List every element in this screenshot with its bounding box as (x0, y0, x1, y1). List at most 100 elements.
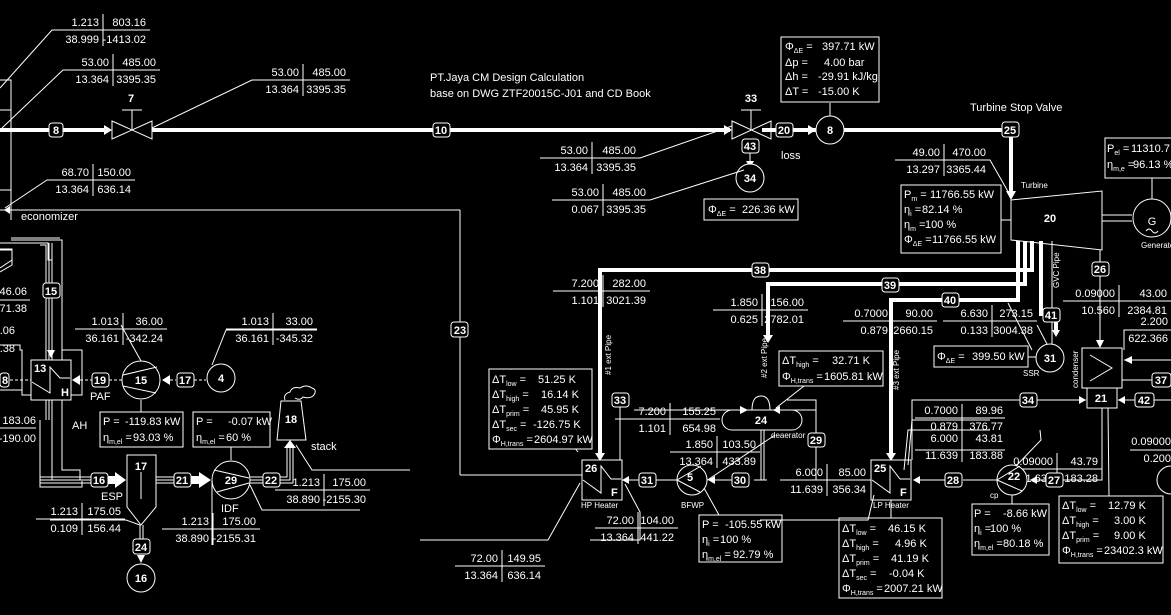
svg-text:-119.83 kW: -119.83 kW (125, 416, 181, 428)
value-cell: 13.364 (679, 456, 713, 468)
svg-text:39: 39 (884, 280, 896, 292)
stream-badge-16[interactable]: 16 (90, 472, 109, 488)
value-cell: 356.34 (832, 484, 866, 496)
value-cell: -2155.30 (323, 494, 366, 506)
stream-badge-21[interactable]: 21 (173, 472, 192, 488)
stream-badge-26[interactable]: 26 (1091, 261, 1110, 277)
value-cell: 72.00 (470, 553, 498, 565)
svg-text:ΔTlow =: ΔTlow = (492, 374, 526, 388)
value-cell: 1.850 (685, 439, 713, 451)
stream-badge-27[interactable]: 27 (1045, 472, 1064, 488)
value-cell: 36.161 (85, 333, 119, 345)
title-line-2: base on DWG ZTF20015C-J01 and CD Book (430, 88, 651, 100)
value-cell: -345.32 (276, 333, 313, 345)
stream-badge-23[interactable]: 23 (450, 321, 469, 338)
value-cell: 183.28 (1064, 473, 1098, 485)
leader-lines-lower (760, 302, 1042, 521)
hotwell-21[interactable]: 21 (1086, 387, 1118, 409)
pump-cp-22[interactable]: 22 (996, 464, 1028, 496)
sink-16[interactable]: 16 (126, 563, 156, 593)
svg-text:34: 34 (1022, 395, 1035, 407)
valve-33[interactable]: 33 (731, 93, 772, 140)
stream-badge-43[interactable]: 43 (741, 138, 760, 154)
boiler-block (0, 79, 13, 269)
deaerator-24[interactable]: 24 (721, 395, 803, 431)
svg-text:13: 13 (34, 363, 46, 375)
fan-paf-15[interactable]: 15 (121, 360, 161, 400)
air-heater-13[interactable]: 13 H (30, 359, 72, 401)
svg-text:-15.00 K: -15.00 K (818, 86, 860, 98)
leader-lines (0, 29, 1011, 209)
value-cell: 485.00 (122, 57, 156, 69)
value-cell: 38.890 (286, 494, 320, 506)
lp-heater-25[interactable]: 25 F (870, 459, 912, 501)
pump-bfwp-5[interactable]: 5 (676, 464, 708, 496)
value-cell: 485.00 (602, 145, 636, 157)
stream-badge-10[interactable]: 10 (432, 122, 451, 138)
svg-text:92.79 %: 92.79 % (733, 549, 774, 561)
fan-idf-29[interactable]: 29 (211, 460, 251, 500)
stream-badge-25[interactable]: 25 (1001, 121, 1020, 138)
esp-17[interactable]: 17 (126, 454, 157, 526)
stream-badge-39[interactable]: 39 (881, 277, 900, 293)
stream-badge-33[interactable]: 33 (611, 392, 630, 408)
value-cell: 636.14 (507, 570, 541, 582)
svg-text:ΔThigh =: ΔThigh = (782, 355, 819, 369)
info-box-bfwp: P = -105.55 kW ηi = 100 % ηm,el = 92.79 … (698, 487, 783, 563)
stream-badge-29[interactable]: 29 (807, 432, 826, 448)
value-cell: 3395.35 (596, 162, 636, 174)
value-cell: 36.161 (235, 333, 269, 345)
stream-badge-8-flue[interactable]: 8 (0, 372, 10, 388)
stream-badge-30[interactable]: 30 (731, 472, 750, 488)
value-cell: 43.81 (975, 433, 1003, 445)
stream-badge-42[interactable]: 42 (1134, 392, 1155, 408)
stream-badge-37[interactable]: 37 (1151, 372, 1171, 388)
ssr-31[interactable]: 31 (1035, 343, 1065, 373)
value-cell: 7.200 (638, 406, 666, 418)
turbine-20[interactable]: 20 (1010, 190, 1103, 251)
info-box-paf: P = -119.83 kW ηm,el = 93.03 % (99, 411, 184, 448)
value-cell: 6.000 (930, 433, 958, 445)
svg-text:ΔThigh =: ΔThigh = (1062, 515, 1099, 529)
source-4[interactable]: 4 (206, 363, 236, 393)
value-cell: .06 (0, 325, 15, 337)
info-box-cp: P = -8.66 kW ηi = 100 % ηm,el = 80.18 % (971, 503, 1050, 556)
value-cell: 13.364 (554, 162, 588, 174)
generator[interactable]: G (1132, 198, 1171, 238)
value-cell: 46.06 (0, 286, 27, 298)
stream-badge-34[interactable]: 34 (1019, 392, 1038, 408)
svg-text:23: 23 (454, 325, 466, 337)
bfwp-label: BFWP (681, 501, 704, 510)
stream-badge-41[interactable]: 41 (1042, 307, 1061, 323)
stack-18[interactable]: 18 (276, 385, 316, 441)
hp-heater-26[interactable]: 26 F (581, 459, 623, 501)
value-cell: 175.05 (87, 506, 121, 518)
svg-text:22: 22 (1008, 471, 1020, 483)
stream-badge-38[interactable]: 38 (751, 262, 770, 278)
valve-7[interactable]: 7 (111, 93, 153, 140)
svg-text:4.00 bar: 4.00 bar (824, 57, 865, 69)
stream-badge-31[interactable]: 31 (638, 472, 657, 488)
svg-text:F: F (611, 487, 618, 499)
svg-text:100 %: 100 % (720, 534, 751, 546)
stream-badge-8[interactable]: 8 (48, 122, 64, 138)
sink-34[interactable]: 34 (735, 163, 765, 193)
stream-badge-15[interactable]: 15 (42, 282, 61, 299)
stream-badge-22[interactable]: 22 (262, 472, 281, 488)
stream-badge-17[interactable]: 17 (176, 372, 195, 388)
condenser[interactable] (1081, 347, 1123, 389)
value-cell: 53.00 (571, 187, 599, 199)
svg-text:42: 42 (1138, 395, 1150, 407)
stream-badge-28[interactable]: 28 (944, 472, 963, 488)
stream-badge-20[interactable]: 20 (775, 122, 794, 138)
stream-badge-40[interactable]: 40 (941, 292, 960, 308)
value-cell: 1.213 (71, 17, 99, 29)
svg-text:29: 29 (810, 435, 822, 447)
svg-text:Pel =: Pel = (1107, 143, 1129, 157)
stream-badge-24[interactable]: 24 (132, 538, 151, 555)
stream-badge-19[interactable]: 19 (91, 372, 110, 388)
pipe-component-8[interactable]: 8 (815, 115, 845, 145)
